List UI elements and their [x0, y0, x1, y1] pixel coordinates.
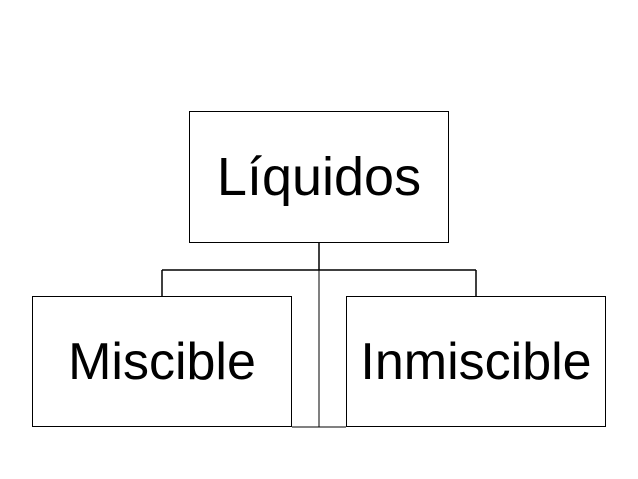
child-node-miscible-label: Miscible — [68, 332, 256, 391]
child-node-miscible: Miscible — [32, 296, 292, 427]
child-node-inmiscible: Inmiscible — [346, 296, 606, 427]
child-node-inmiscible-label: Inmiscible — [360, 332, 592, 391]
root-node-label: Líquidos — [216, 147, 422, 207]
root-node: Líquidos — [189, 111, 449, 243]
